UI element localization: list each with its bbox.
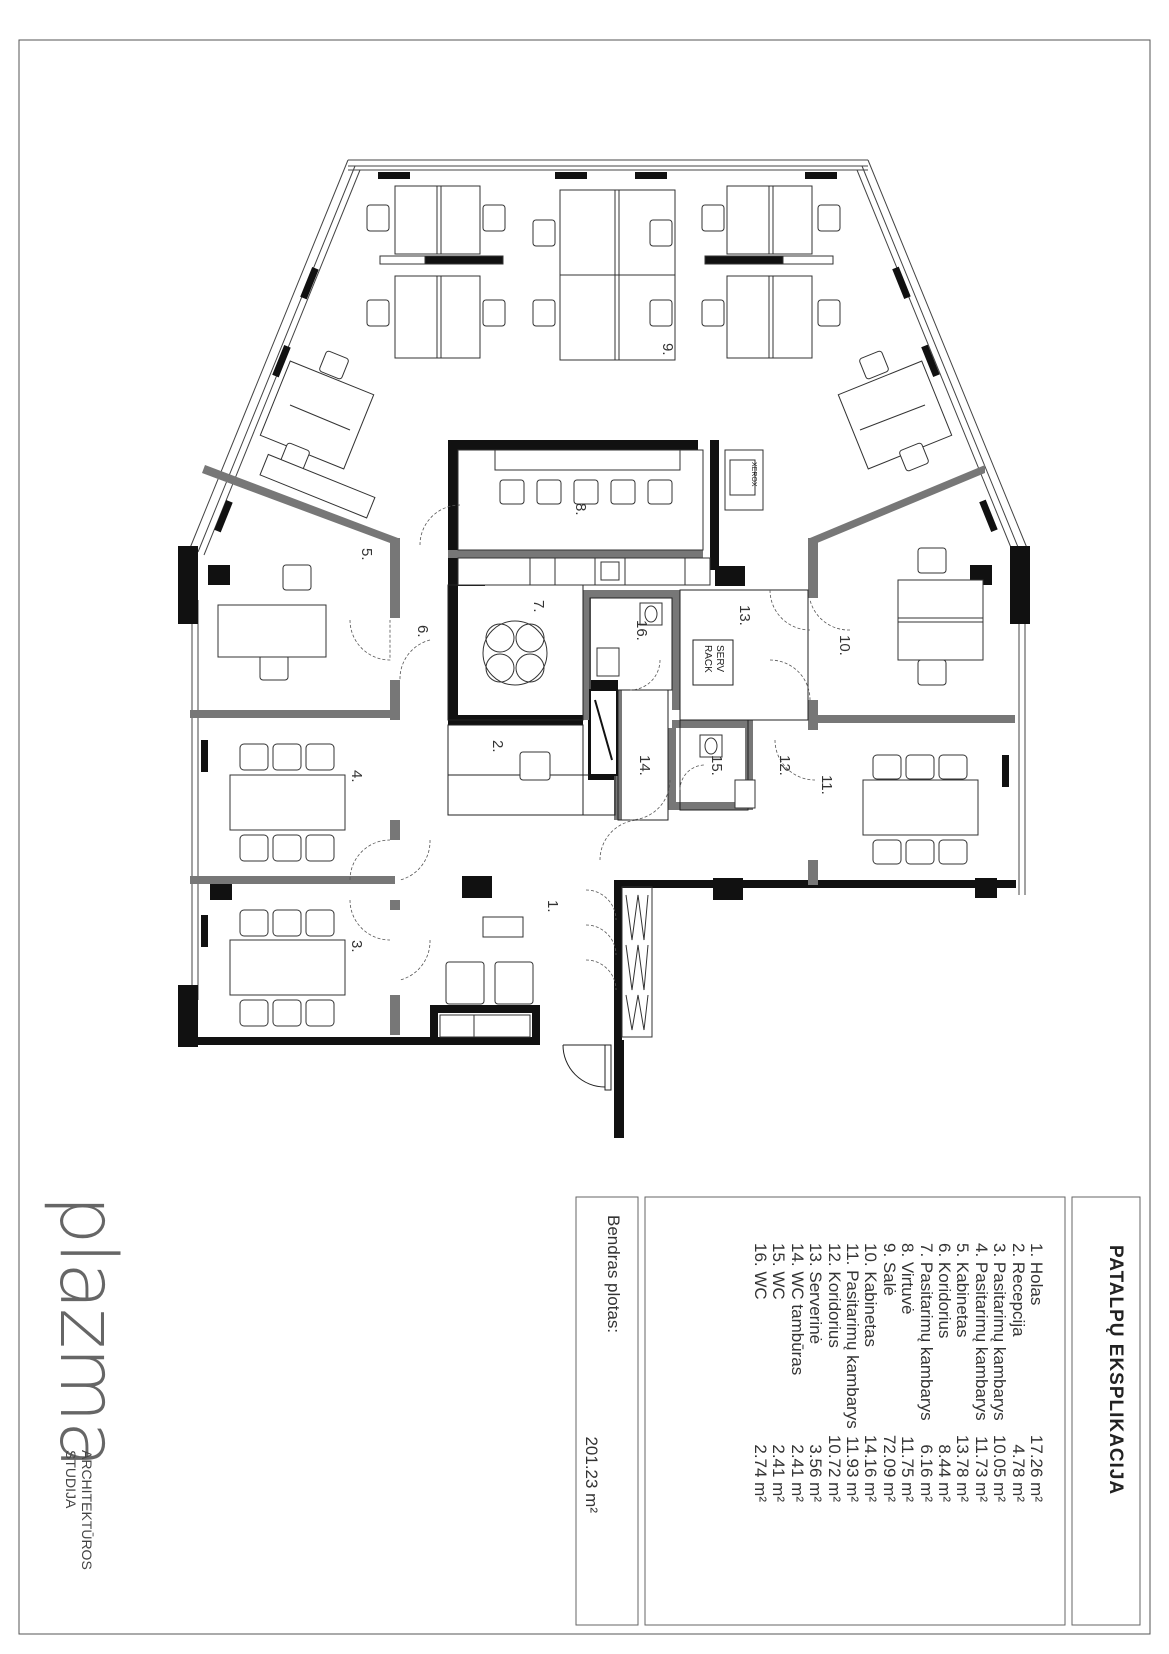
entrance-door [562, 1044, 612, 1091]
legend-room-area: 11.75 m² [898, 1436, 918, 1502]
service-shaft [589, 689, 618, 776]
kitchen-fittings [457, 449, 764, 586]
serv-label: SERV [714, 645, 725, 673]
room-label: 16. [633, 620, 650, 641]
legend-room-area: 11.73 m² [971, 1436, 991, 1502]
legend-room-area: 2.74 m² [751, 1444, 770, 1502]
open-office-desks [259, 185, 953, 470]
room-label: 8. [572, 503, 589, 516]
chairs [259, 204, 947, 1005]
doors [349, 504, 851, 991]
office-desks [217, 453, 984, 661]
legend-room-name: 9. Salė [879, 1243, 899, 1296]
legend-room-area: 14.16 m² [861, 1434, 881, 1502]
legend-room-area: 6.16 m² [916, 1444, 936, 1502]
legend-room-name: 13. Serverinė [806, 1243, 826, 1345]
room-label: 10. [836, 635, 853, 656]
room-label: 7. [530, 600, 547, 613]
legend-room-name: 10. Kabinetas [861, 1243, 881, 1347]
total-label: Bendras plotas: [604, 1215, 623, 1334]
legend-room-area: 2.41 m² [769, 1444, 789, 1502]
legend-room-name: 8. Virtuvė [898, 1243, 918, 1315]
server-rack [692, 639, 734, 686]
room-label: 1. [544, 900, 561, 913]
legend-room-name: 12. Koridorius [824, 1243, 844, 1348]
legend-room-area: 10.05 m² [990, 1434, 1010, 1502]
legend-room-name: 16. WC [751, 1243, 770, 1300]
round-meeting-table [482, 620, 548, 686]
room-label: 5. [358, 548, 375, 561]
logo-line-2: STUDIJA [63, 1450, 79, 1509]
room-label: 15. [708, 755, 725, 776]
rack-label: RACK [702, 645, 713, 673]
hall-cabinet-door [439, 1014, 475, 1038]
legend-room-area: 11.93 m² [843, 1436, 862, 1502]
room-label: 2. [489, 740, 506, 753]
room-label: 3. [348, 940, 365, 953]
stair-block [621, 886, 653, 1038]
legend-title: PATALPŲ EKSPLIKACIJA [1105, 1245, 1126, 1496]
radiators [201, 172, 1009, 947]
legend-room-area: 4.78 m² [1008, 1444, 1028, 1502]
wc-fixtures [596, 602, 756, 809]
total-value: 201.23 m² [582, 1436, 601, 1513]
legend-room-area: 10.72 m² [824, 1434, 844, 1502]
room-label: 11. [818, 775, 835, 795]
legend-room-area: 2.41 m² [787, 1444, 807, 1502]
legend-room-area: 8.44 m² [935, 1444, 954, 1502]
legend-room-area: 13.78 m² [953, 1434, 973, 1502]
partitions [190, 465, 1015, 1035]
plazma-logo: plazma [42, 1195, 132, 1467]
xerox-label: XEROX [750, 462, 757, 487]
room-label: 13. [736, 605, 753, 626]
legend-room-area: 3.56 m² [806, 1444, 826, 1502]
legend-room-name: 15. WC [769, 1243, 789, 1300]
legend-room-name: 5. Kabinetas [953, 1243, 973, 1338]
room-label: 14. [636, 755, 653, 776]
legend-room-area: 17.26 m² [1027, 1434, 1046, 1502]
logo-line-1: ARCHITEKTŪROS [79, 1450, 95, 1570]
room-label: 6. [414, 625, 431, 638]
room-label: 4. [348, 770, 365, 783]
legend-room-name: 2. Recepcija [1008, 1243, 1028, 1337]
hall-cabinet [439, 1014, 531, 1038]
legend-room-name: 6. Koridorius [935, 1243, 954, 1339]
meeting-furniture [229, 743, 979, 1027]
legend-room-area: 72.09 m² [879, 1434, 899, 1502]
legend-title-box [1071, 1196, 1141, 1626]
room-label: 12. [776, 755, 793, 776]
legend-rows-box [644, 1196, 1066, 1626]
curtain-walls [189, 159, 1028, 1000]
room-label: 9. [659, 343, 676, 356]
legend-room-name: 14. WC tambūras [787, 1243, 807, 1376]
room-labels: 1. 2. 3. 4. 5. 6. 7. 8. 9. 10. 11. 12. 13. 14. 15. 16. [348, 343, 853, 953]
sheet-border [18, 39, 1151, 1635]
total-box [575, 1196, 639, 1626]
legend-room-name: 1. Holas [1027, 1243, 1046, 1306]
